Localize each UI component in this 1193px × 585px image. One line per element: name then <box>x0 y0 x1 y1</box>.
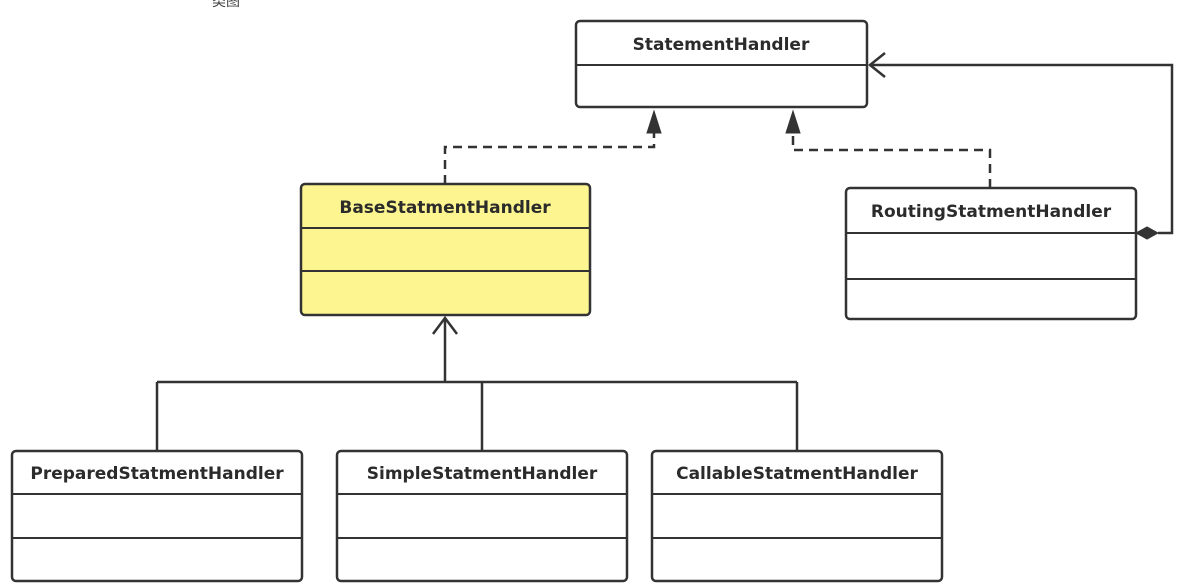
class-name: RoutingStatmentHandler <box>871 202 1112 222</box>
solid-connector <box>870 63 1174 235</box>
open-arrowhead-icon <box>432 315 458 335</box>
class-name: StatementHandler <box>633 35 810 55</box>
class-callable-statment-handler[interactable]: CallableStatmentHandler <box>650 449 944 583</box>
class-statement-handler[interactable]: StatementHandler <box>574 19 869 109</box>
class-simple-statment-handler[interactable]: SimpleStatmentHandler <box>335 449 629 583</box>
realization-routing-to-statement <box>785 109 992 188</box>
composition-routing-to-statement <box>867 52 1174 240</box>
open-arrowhead-icon <box>867 52 886 78</box>
clipped-caption: 类图 <box>212 0 240 10</box>
realization-base-to-statement <box>443 109 662 184</box>
diamond-icon <box>1134 226 1160 240</box>
class-routing-statment-handler[interactable]: RoutingStatmentHandler <box>844 186 1138 321</box>
dashed-connector <box>791 132 992 188</box>
class-name: CallableStatmentHandler <box>676 464 918 484</box>
arrowhead-icon <box>646 109 662 134</box>
class-name: BaseStatmentHandler <box>339 198 551 218</box>
class-name: SimpleStatmentHandler <box>367 464 598 484</box>
generalization-subclasses-to-base <box>155 315 799 451</box>
arrowhead-icon <box>785 109 801 134</box>
dashed-connector <box>443 132 656 184</box>
class-name: PreparedStatmentHandler <box>30 464 284 484</box>
class-prepared-statment-handler[interactable]: PreparedStatmentHandler <box>10 449 304 583</box>
class-base-statment-handler[interactable]: BaseStatmentHandler <box>299 182 592 317</box>
